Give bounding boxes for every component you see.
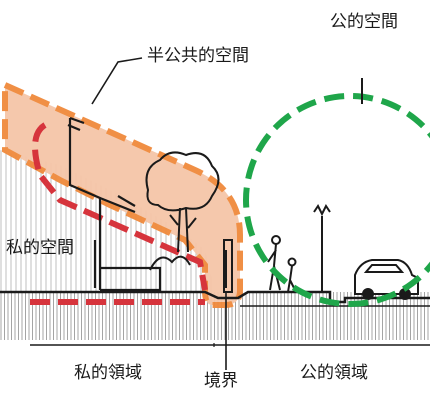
street-lamp bbox=[313, 204, 331, 292]
semi-public-zone bbox=[1, 80, 243, 308]
private-space-label: 私的空間 bbox=[6, 238, 74, 258]
boundary-label: 境界 bbox=[204, 371, 238, 391]
semi-public-space-label: 半公共的空間 bbox=[147, 46, 249, 66]
public-zone-outline bbox=[243, 93, 430, 307]
public-space-label: 公的空間 bbox=[330, 12, 398, 32]
public-domain-label: 公的領域 bbox=[300, 363, 368, 383]
private-zone-outline bbox=[32, 122, 208, 291]
private-domain-label: 私的領域 bbox=[74, 363, 142, 383]
domain-axis bbox=[30, 292, 430, 370]
car-illustration bbox=[354, 259, 419, 300]
tree-illustration bbox=[145, 151, 220, 271]
semi-public-leader bbox=[91, 57, 143, 105]
pedestrians bbox=[267, 235, 297, 293]
boundary-wall bbox=[223, 239, 233, 293]
house-illustration bbox=[67, 116, 162, 292]
